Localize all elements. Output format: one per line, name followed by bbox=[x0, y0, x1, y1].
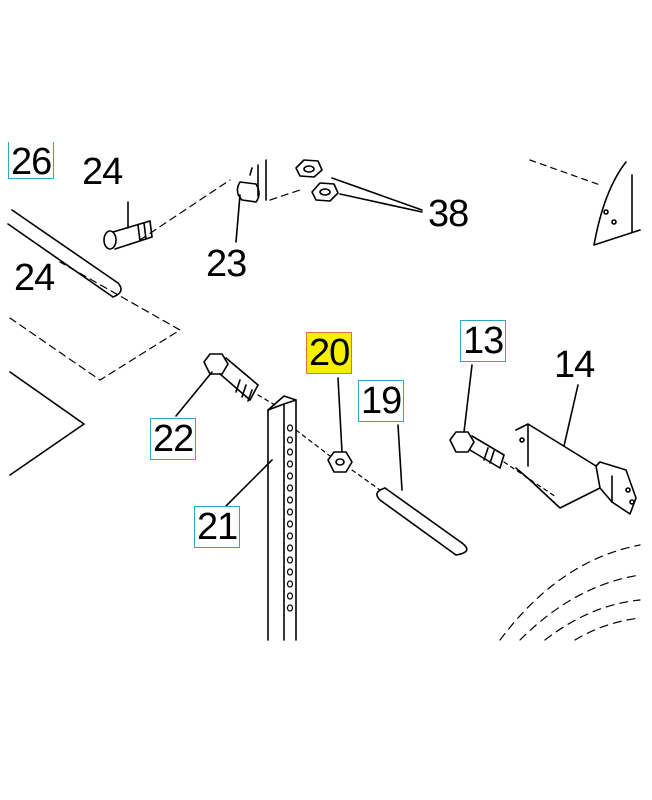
bolt-13 bbox=[449, 364, 557, 498]
nut-20 bbox=[295, 377, 353, 473]
bolt-22 bbox=[175, 353, 276, 417]
callout-20: 20 bbox=[306, 332, 353, 374]
dashed-arcs-lower-right bbox=[499, 544, 641, 641]
blade-top-right bbox=[529, 159, 641, 246]
callout-13: 13 bbox=[460, 320, 507, 362]
left-wedge bbox=[9, 371, 85, 476]
callout-38: 38 bbox=[428, 193, 469, 235]
callout-14: 14 bbox=[554, 344, 595, 386]
callout-26: 26 bbox=[8, 142, 55, 179]
bar-holes bbox=[286, 424, 294, 612]
callout-22: 22 bbox=[150, 418, 197, 460]
callout-24-left: 24 bbox=[14, 257, 55, 299]
bolt-24 bbox=[103, 201, 153, 250]
bracket-23 bbox=[235, 159, 267, 243]
dashed-frame-upper-left bbox=[9, 179, 301, 381]
pin-19 bbox=[351, 424, 468, 556]
callout-21: 21 bbox=[194, 506, 241, 548]
callout-19: 19 bbox=[358, 380, 405, 422]
hole-bar-21 bbox=[225, 395, 297, 641]
bracket-14 bbox=[515, 384, 637, 515]
callout-23: 23 bbox=[206, 243, 247, 285]
rod-24 bbox=[7, 209, 122, 298]
nuts-38 bbox=[295, 159, 423, 213]
callout-24-top: 24 bbox=[82, 151, 123, 193]
